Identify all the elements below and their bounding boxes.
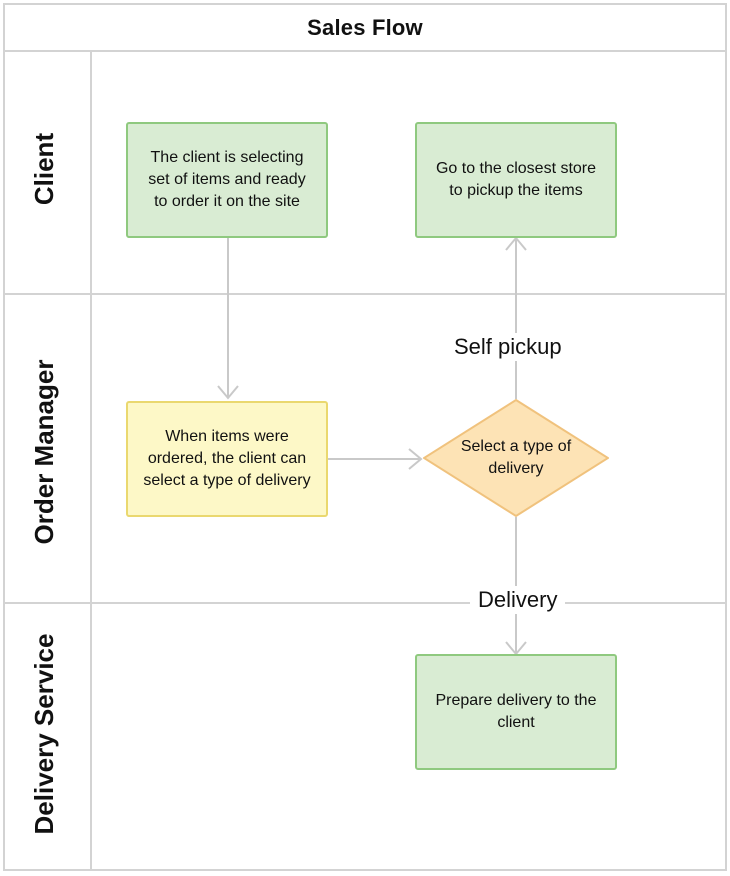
outer-frame bbox=[3, 3, 727, 871]
decision-diamond-shape bbox=[423, 399, 609, 517]
client-select-text: The client is selecting set of items and… bbox=[148, 149, 306, 210]
prepare-delivery-text: Prepare delivery to the client bbox=[435, 692, 597, 731]
select-delivery-decision[interactable]: Select a type of delivery bbox=[423, 399, 609, 517]
lane-label-order-manager: Order Manager bbox=[28, 359, 59, 545]
connector-self-pickup-arrowhead bbox=[505, 236, 527, 251]
client-select-node[interactable]: The client is selecting set of items and… bbox=[126, 122, 328, 238]
prepare-delivery-node[interactable]: Prepare delivery to the client bbox=[415, 654, 617, 770]
self-pickup-label: Self pickup bbox=[446, 333, 570, 361]
items-ordered-text: When items were ordered, the client can … bbox=[143, 428, 311, 489]
items-ordered-node[interactable]: When items were ordered, the client can … bbox=[126, 401, 328, 517]
connector-order-arrowhead bbox=[217, 385, 239, 400]
pickup-store-node[interactable]: Go to the closest store to pickup the it… bbox=[415, 122, 617, 238]
connector-delivery-arrowhead bbox=[505, 641, 527, 656]
lane-label-client: Client bbox=[28, 132, 59, 206]
connector-decision-arrowhead bbox=[408, 448, 423, 470]
select-delivery-text: Select a type of delivery bbox=[460, 438, 572, 477]
delivery-label: Delivery bbox=[470, 586, 566, 614]
lane-label-delivery-service: Delivery Service bbox=[28, 633, 59, 835]
pickup-store-text: Go to the closest store to pickup the it… bbox=[435, 160, 597, 199]
diagram-title: Sales Flow bbox=[307, 15, 423, 40]
